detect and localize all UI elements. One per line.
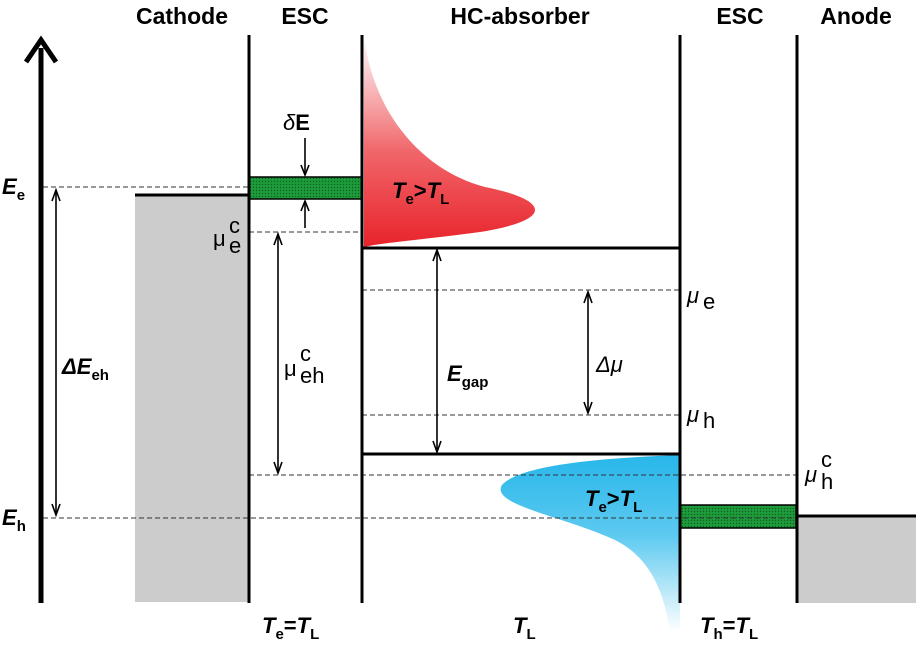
svg-text:h: h bbox=[703, 408, 715, 433]
mu-e-label: μ e bbox=[686, 283, 715, 314]
delta-E-arrows bbox=[300, 138, 310, 228]
svg-text:e: e bbox=[703, 289, 715, 314]
E-gap-label: Egap bbox=[447, 361, 488, 391]
svg-text:e: e bbox=[229, 233, 241, 258]
E-gap-arrow bbox=[432, 247, 442, 455]
delta-E-label: δE bbox=[283, 110, 310, 135]
svg-text:c: c bbox=[229, 213, 240, 238]
absorber-title: HC-absorber bbox=[450, 3, 589, 29]
mu-h-label: μ h bbox=[686, 402, 715, 433]
cathode-metal-fill bbox=[135, 195, 249, 602]
delta-E-eh-label: ΔEeh bbox=[61, 354, 109, 384]
hot-electron-label: Te>TL bbox=[392, 178, 449, 208]
svg-text:μ: μ bbox=[686, 283, 699, 308]
left-esc-temperature-label: Te=TL bbox=[262, 613, 319, 643]
right-esc-band bbox=[679, 504, 797, 529]
mu-eh-c-label: μ eh c bbox=[284, 341, 324, 388]
svg-text:μ: μ bbox=[284, 356, 297, 381]
svg-text:c: c bbox=[821, 447, 832, 472]
Eh-label: Eh bbox=[2, 505, 26, 535]
svg-text:h: h bbox=[821, 469, 833, 494]
svg-text:c: c bbox=[300, 341, 311, 366]
right-esc-title: ESC bbox=[716, 3, 763, 29]
electron-distribution bbox=[364, 35, 535, 247]
left-esc-band bbox=[248, 176, 363, 200]
delta-E-eh-arrow bbox=[51, 187, 61, 518]
cathode-title: Cathode bbox=[136, 3, 228, 29]
anode-metal-fill bbox=[797, 516, 916, 603]
anode-title: Anode bbox=[820, 3, 892, 29]
left-esc-title: ESC bbox=[281, 3, 328, 29]
energy-axis-arrowhead bbox=[23, 35, 59, 64]
delta-mu-arrow bbox=[583, 289, 593, 416]
mu-e-c-label: μ e c bbox=[213, 213, 241, 258]
hot-hole-label: Te>TL bbox=[585, 486, 642, 516]
svg-text:μ: μ bbox=[213, 226, 226, 251]
mu-eh-c-arrow bbox=[273, 231, 283, 476]
delta-mu-label: Δμ bbox=[595, 352, 623, 377]
Ee-label: Ee bbox=[2, 174, 25, 204]
svg-text:μ: μ bbox=[804, 462, 817, 487]
svg-text:μ: μ bbox=[686, 402, 699, 427]
absorber-temperature-label: TL bbox=[513, 613, 536, 643]
mu-h-c-label: μ h c bbox=[804, 447, 833, 494]
svg-text:eh: eh bbox=[300, 363, 324, 388]
right-esc-temperature-label: Th=TL bbox=[700, 613, 758, 643]
hole-distribution bbox=[500, 455, 680, 632]
